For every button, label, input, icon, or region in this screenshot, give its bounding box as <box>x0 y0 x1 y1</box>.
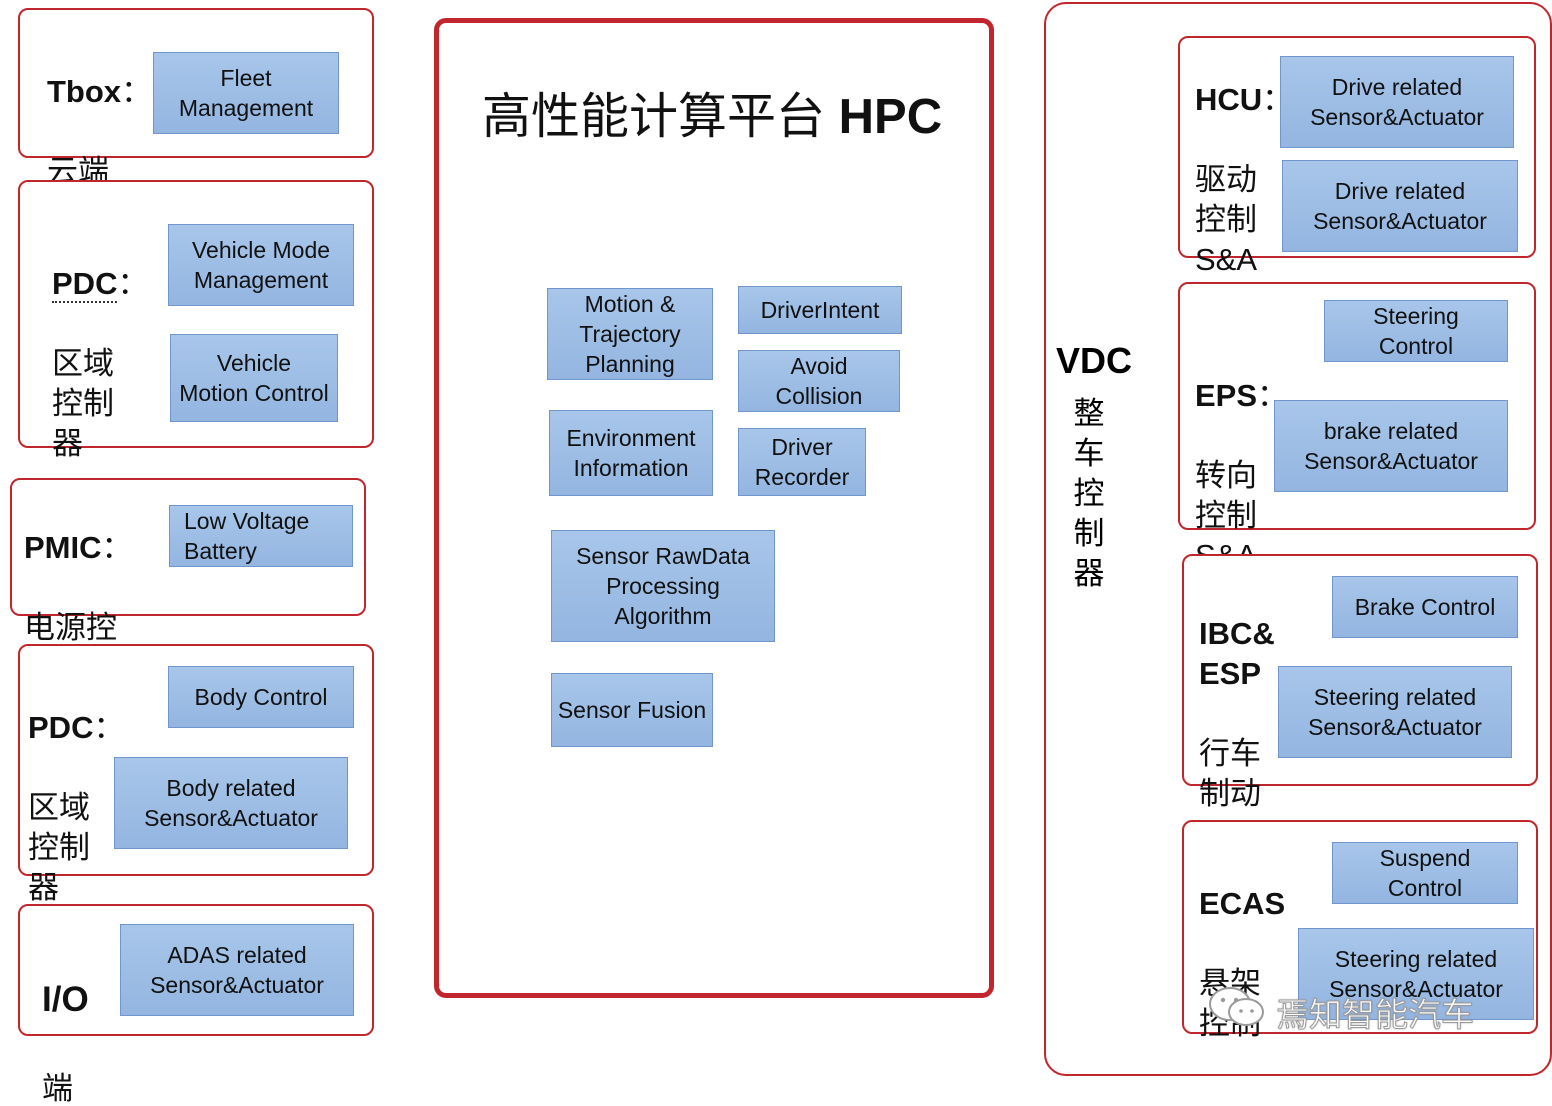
io-group: I/O 端 ADAS related Sensor&Actuator <box>18 904 374 1106</box>
low-voltage-battery-box: Low Voltage Battery <box>169 505 353 567</box>
body-control-box: Body Control <box>168 666 354 728</box>
hcu-sub: 驱动 控制 S&A <box>1195 162 1258 277</box>
hpc-title-cn: 高性能计算平台 <box>482 90 826 144</box>
vdc-name: VDC <box>1056 340 1133 381</box>
vehicle-mode-management-box: Vehicle Mode Management <box>168 224 354 306</box>
pdc-zone-group-2: PDC： 区域 控制 器 Body Control Body related S… <box>18 644 374 905</box>
ibc-title: IBC& ESP 行车 制动 S&A <box>1199 574 1275 854</box>
ibc-esp-group: IBC& ESP 行车 制动 S&A Brake Control Steerin… <box>1182 554 1538 851</box>
pdc2-title: PDC： 区域 控制 器 <box>28 710 125 905</box>
pdc-zone-group-1: PDC： 区域 控制 器 Vehicle Mode Management Veh… <box>18 180 374 461</box>
pmic-group: PMIC： 电源控 制 Low Voltage Battery <box>10 478 366 685</box>
hcu-name: HCU <box>1195 82 1263 117</box>
io-name: I/O <box>42 980 89 1019</box>
driver-recorder-box: Driver Recorder <box>738 428 866 496</box>
hcu-title: HCU： 驱动 控制 S&A <box>1195 82 1294 277</box>
adas-sensor-actuator-box: ADAS related Sensor&Actuator <box>120 924 354 1016</box>
sensor-fusion-box: Sensor Fusion <box>551 673 713 747</box>
steering-control-box: Steering Control <box>1324 300 1508 362</box>
eps-group: EPS： 转向 控制 S&A Steering Control brake re… <box>1178 282 1536 573</box>
driver-intent-box: DriverIntent <box>738 286 902 334</box>
eps-name: EPS <box>1195 378 1258 413</box>
io-sub: 端 <box>42 1071 73 1106</box>
hcu-group: HCU： 驱动 控制 S&A Drive related Sensor&Actu… <box>1178 36 1536 277</box>
fleet-management-box: Fleet Management <box>153 52 339 134</box>
pdc1-name: PDC <box>52 266 118 303</box>
brake-control-box: Brake Control <box>1332 576 1518 638</box>
pdc1-sub: 区域 控制 器 <box>52 346 114 461</box>
ecas-name: ECAS <box>1199 886 1286 921</box>
wechat-icon <box>1209 987 1264 1026</box>
motion-trajectory-planning-box: Motion & Trajectory Planning <box>547 288 713 380</box>
pdc1-title: PDC： 区域 控制 器 <box>52 266 149 461</box>
brake-sensor-actuator-box: brake related Sensor&Actuator <box>1274 400 1508 492</box>
tbox-name: Tbox <box>47 74 122 109</box>
drive-sensor-actuator-box-2: Drive related Sensor&Actuator <box>1282 160 1518 252</box>
pmic-name: PMIC <box>24 530 102 565</box>
ibc-name: IBC& ESP <box>1199 616 1275 691</box>
pdc2-sub: 区域 控制 器 <box>28 790 90 905</box>
body-related-sensor-actuator-box: Body related Sensor&Actuator <box>114 757 348 849</box>
avoid-collision-box: Avoid Collision <box>738 350 900 412</box>
watermark-text: 焉知智能汽车 <box>1276 996 1475 1034</box>
pdc2-name: PDC <box>28 710 94 745</box>
steering-sensor-actuator-box-1: Steering related Sensor&Actuator <box>1278 666 1512 758</box>
hpc-group: 高性能计算平台 HPC Motion & Trajectory Planning… <box>434 18 994 998</box>
steering-sensor-actuator-box-2: Steering related Sensor&Actuator <box>1298 928 1534 1020</box>
vdc-sub: 整 车 控 制 器 <box>1073 396 1105 591</box>
tbox-group: Tbox： 云端 控制 Fleet Management <box>18 8 374 229</box>
vehicle-motion-control-box: Vehicle Motion Control <box>170 334 338 422</box>
drive-sensor-actuator-box-1: Drive related Sensor&Actuator <box>1280 56 1514 148</box>
suspend-control-box: Suspend Control <box>1332 842 1518 904</box>
hpc-title: 高性能计算平台 HPC <box>482 77 942 148</box>
sensor-rawdata-processing-box: Sensor RawData Processing Algorithm <box>551 530 775 642</box>
hpc-title-en: HPC <box>838 90 943 144</box>
environment-information-box: Environment Information <box>549 410 713 496</box>
